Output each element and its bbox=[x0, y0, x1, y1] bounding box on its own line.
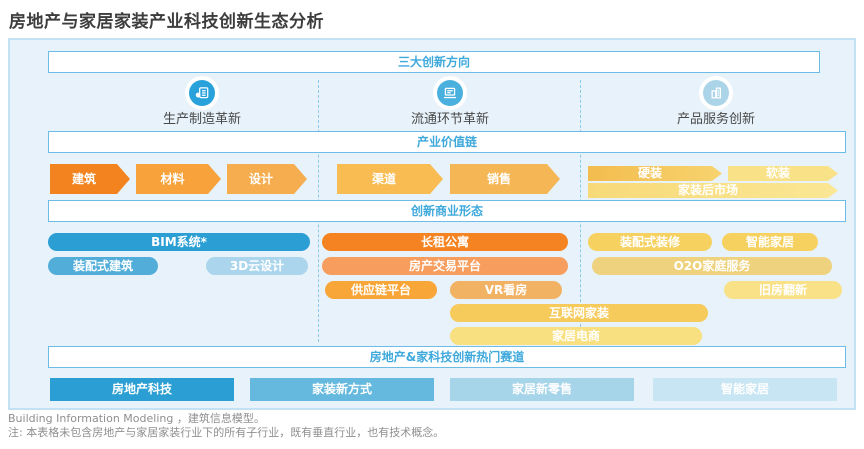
pill-bim-system: BIM系统* bbox=[48, 233, 310, 251]
product-service-icon bbox=[703, 80, 729, 106]
pill-prefab-decoration: 装配式装修 bbox=[588, 233, 712, 251]
column-label-circulation: 流通环节革新 bbox=[410, 112, 490, 127]
banner-hot-tracks: 房地产&家科技创新热门赛道 bbox=[48, 346, 846, 368]
page-title: 房地产与家居家装产业科技创新生态分析 bbox=[9, 12, 324, 32]
footnote-bim: Building Information Modeling ，建筑信息模型。 bbox=[8, 412, 265, 425]
pill-home-ecommerce: 家居电商 bbox=[450, 327, 702, 345]
value-chain-arrow-sales: 销售 bbox=[450, 164, 560, 194]
pill-internet-home-decor: 互联网家装 bbox=[450, 304, 708, 322]
banner-industry-value-chain: 产业价值链 bbox=[48, 131, 846, 153]
pill-3d-cloud-design: 3D云设计 bbox=[206, 257, 308, 275]
footnotes: Building Information Modeling ，建筑信息模型。 注… bbox=[8, 412, 444, 440]
value-chain-arrow-construction: 建筑 bbox=[50, 164, 130, 194]
footnote-scope: 注: 本表格未包含房地产与家居家装行业下的所有子行业，既有垂直行业，也有技术概念… bbox=[8, 426, 445, 439]
pill-o2o-home-service: O2O家庭服务 bbox=[592, 257, 832, 275]
value-chain-arrow-soft-decor: 软装 bbox=[728, 166, 838, 181]
track-new-home-decor-mode: 家装新方式 bbox=[250, 378, 434, 401]
track-home-new-retail: 家居新零售 bbox=[450, 378, 634, 401]
value-chain-arrow-hard-decor: 硬装 bbox=[588, 166, 722, 181]
pill-property-trading-platform: 房产交易平台 bbox=[322, 257, 568, 275]
pill-smart-home: 智能家居 bbox=[722, 233, 818, 251]
value-chain-arrow-aftermarket: 家装后市场 bbox=[588, 183, 838, 198]
pill-old-house-renovation: 旧房翻新 bbox=[724, 281, 842, 299]
value-chain-arrow-materials: 材料 bbox=[136, 164, 221, 194]
column-label-manufacturing: 生产制造革新 bbox=[162, 112, 242, 127]
pill-supply-chain-platform: 供应链平台 bbox=[325, 281, 437, 299]
manufacturing-icon bbox=[189, 80, 215, 106]
pill-long-term-rental: 长租公寓 bbox=[322, 233, 568, 251]
pill-vr-viewing: VR看房 bbox=[450, 281, 562, 299]
track-real-estate-tech: 房地产科技 bbox=[50, 378, 234, 401]
column-label-product-service: 产品服务创新 bbox=[676, 112, 756, 127]
banner-innovative-business-forms: 创新商业形态 bbox=[48, 200, 846, 222]
value-chain-arrow-design: 设计 bbox=[227, 164, 307, 194]
value-chain-arrow-channels: 渠道 bbox=[337, 164, 443, 194]
ecosystem-board: 三大创新方向 生产制造革新 流通环节革新 bbox=[8, 38, 856, 410]
track-smart-home: 智能家居 bbox=[653, 378, 837, 401]
pill-prefab-construction: 装配式建筑 bbox=[48, 257, 158, 275]
circulation-icon bbox=[437, 80, 463, 106]
banner-three-innovation-directions: 三大创新方向 bbox=[48, 51, 820, 73]
